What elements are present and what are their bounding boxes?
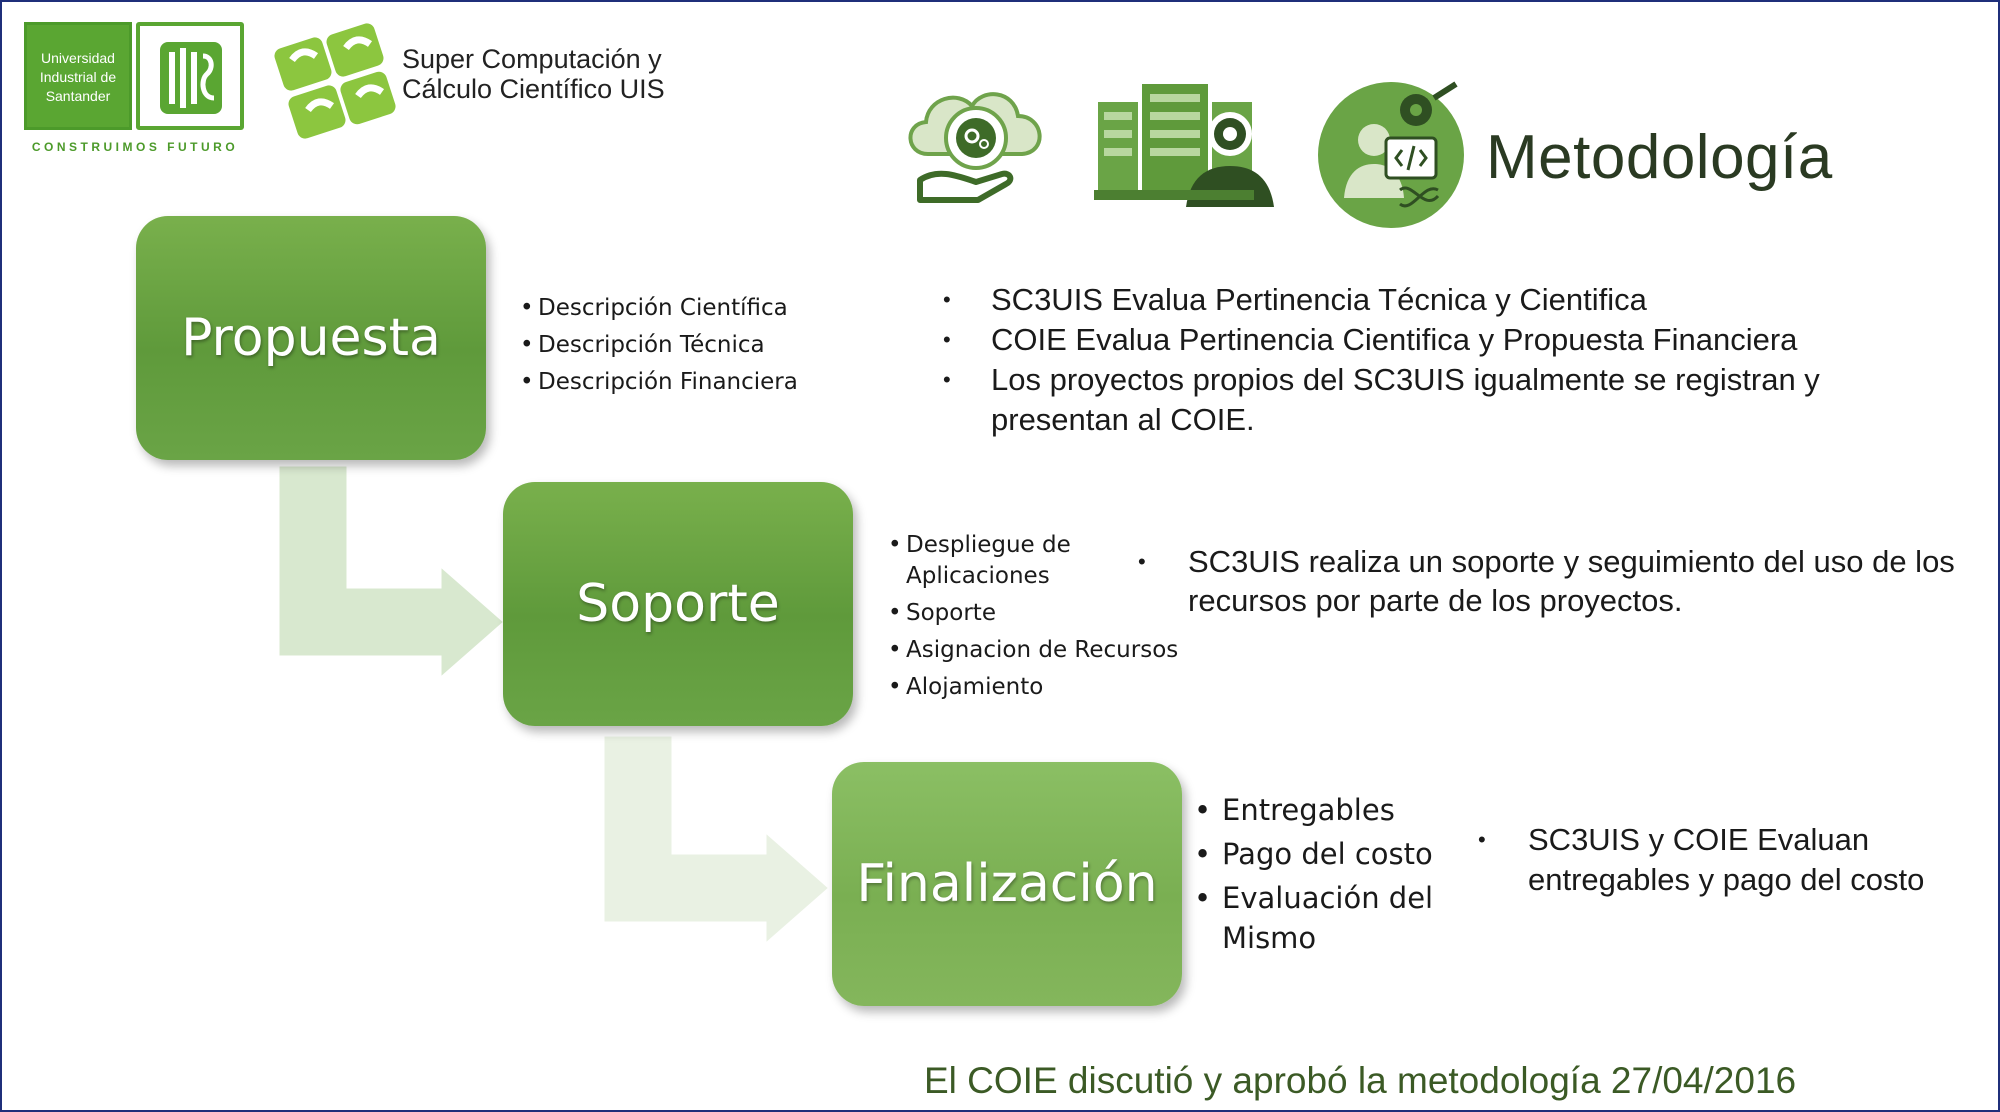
note-item: COIE Evalua Pertinencia Cientifica y Pro… <box>943 320 1943 360</box>
propuesta-notes: SC3UIS Evalua Pertinencia Técnica y Cien… <box>943 280 1943 440</box>
propuesta-items: Descripción Científica Descripción Técni… <box>520 290 798 401</box>
note-item: SC3UIS realiza un soporte y seguimiento … <box>1138 542 1978 620</box>
list-item: Asignacion de Recursos <box>888 635 1178 666</box>
list-item: Despliegue de Aplicaciones <box>888 530 1078 592</box>
list-item: Soporte <box>888 598 1178 629</box>
list-item: Descripción Técnica <box>520 327 798 364</box>
soporte-notes: SC3UIS realiza un soporte y seguimiento … <box>1138 542 1978 620</box>
list-item: Pago del costo <box>1194 834 1434 874</box>
list-item: Alojamiento <box>888 672 1178 703</box>
list-item: Evaluación del Mismo <box>1194 878 1434 958</box>
step-finalizacion-box: Finalización <box>832 762 1182 1006</box>
sc3uis-name-line1: Super Computación y <box>402 44 662 74</box>
list-item: Descripción Científica <box>520 290 798 327</box>
uis-monogram <box>136 22 244 130</box>
step-propuesta-box: Propuesta <box>136 216 486 460</box>
uis-logo-block: Universidad Industrial de Santander <box>24 22 132 130</box>
flow-arrow-1 <box>276 463 508 683</box>
sc3uis-name-line2: Cálculo Científico UIS <box>402 74 665 104</box>
step-propuesta-label: Propuesta <box>181 308 441 368</box>
step-finalizacion-label: Finalización <box>856 854 1158 914</box>
uis-tagline: CONSTRUIMOS FUTURO <box>31 140 239 154</box>
approval-note: El COIE discutió y aprobó la metodología… <box>924 1060 1797 1101</box>
uis-logo: Universidad Industrial de Santander CONS… <box>24 22 246 158</box>
note-item: Los proyectos propios del SC3UIS igualme… <box>943 360 1943 440</box>
list-item: Descripción Financiera <box>520 364 798 401</box>
cloud-gear-hand-icon <box>908 92 1042 203</box>
uis-logo-text: Universidad Industrial de Santander <box>39 50 117 104</box>
list-item: Entregables <box>1194 790 1434 830</box>
sc3uis-name: Super Computación y Cálculo Científico U… <box>402 44 665 104</box>
server-gear-user-icon <box>1094 84 1274 207</box>
flow-arrow-2 <box>601 733 833 949</box>
step-soporte-box: Soporte <box>503 482 853 726</box>
finalizacion-items: Entregables Pago del costo Evaluación de… <box>1194 790 1434 962</box>
note-item: SC3UIS Evalua Pertinencia Técnica y Cien… <box>943 280 1943 320</box>
page-title: Metodología <box>1486 123 1833 192</box>
soporte-items: Despliegue de Aplicaciones Soporte Asign… <box>888 530 1178 709</box>
developer-dna-icon <box>1318 81 1464 228</box>
finalizacion-notes: SC3UIS y COIE Evaluan entregables y pago… <box>1478 820 1948 900</box>
note-item: SC3UIS y COIE Evaluan entregables y pago… <box>1478 820 1948 900</box>
step-soporte-label: Soporte <box>576 574 780 634</box>
sc3uis-logo-icon <box>272 20 397 145</box>
